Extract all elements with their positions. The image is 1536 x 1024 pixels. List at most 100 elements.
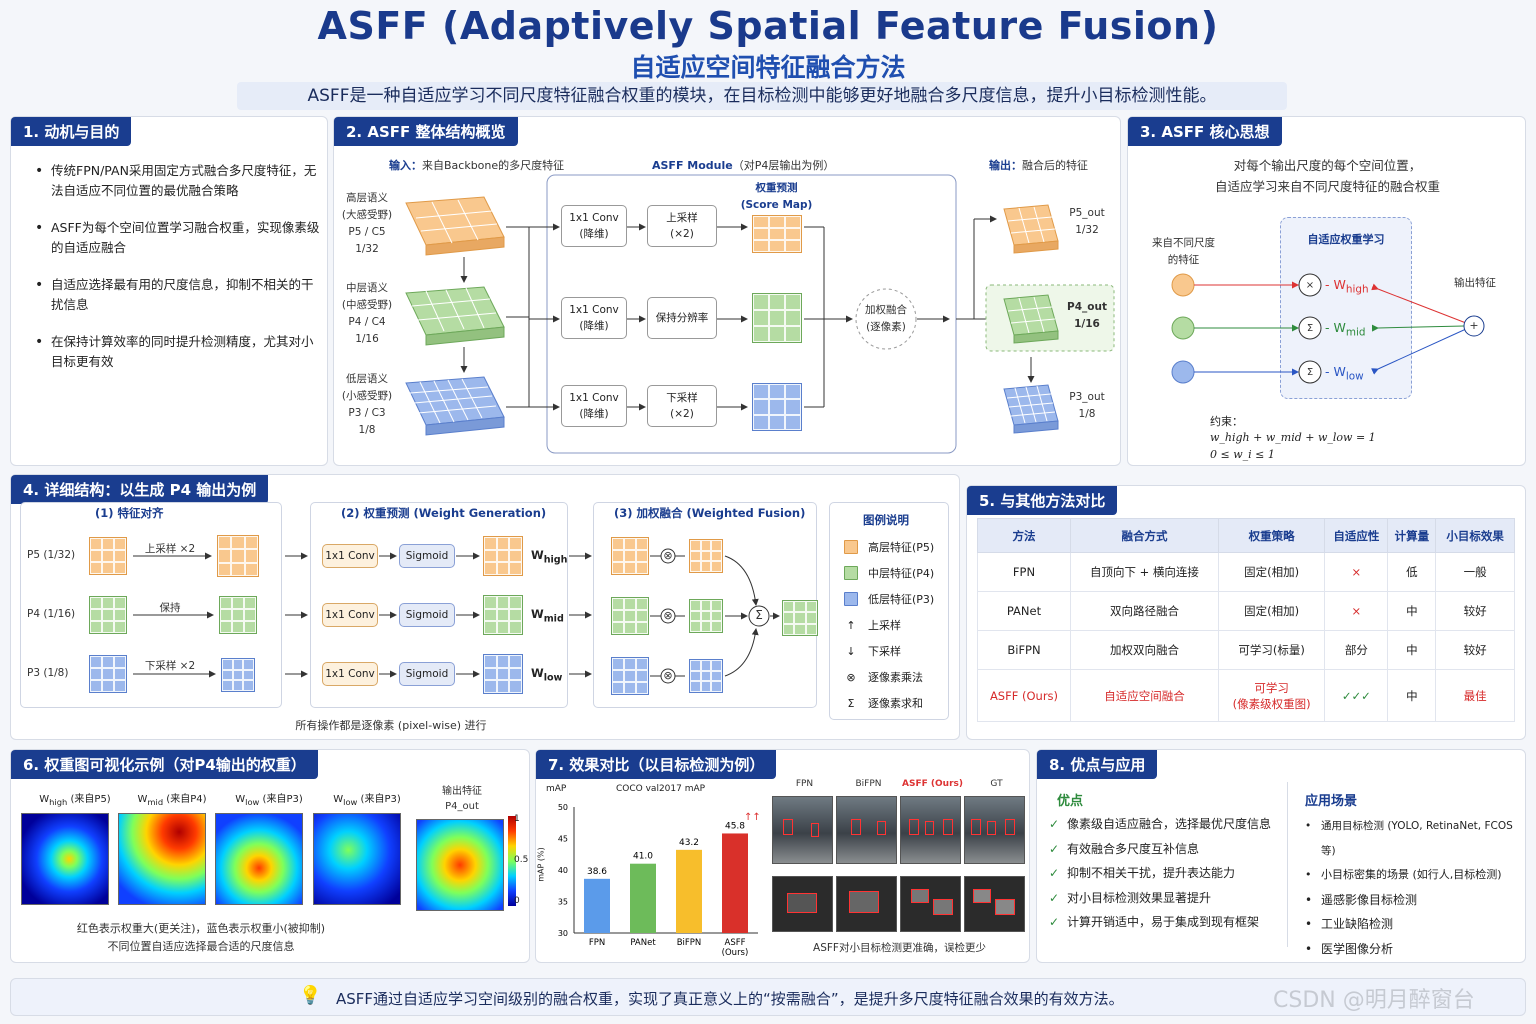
node-op: ×: [1305, 280, 1315, 291]
colorbar-tick: 1: [514, 814, 520, 824]
table-row: ASFF (Ours) 自适应空间融合 可学习 (像素级权重图) ✓✓✓ 中 最…: [977, 669, 1515, 722]
applications-list: 通用目标检测 (YOLO, RetinaNet, FCOS等) 小目标密集的场景…: [1303, 814, 1523, 961]
divider: [1287, 782, 1288, 947]
table-cell: 固定(相加): [1217, 591, 1326, 631]
colorbar-tick: 0: [514, 896, 520, 906]
photo-label: ASFF (Ours): [902, 779, 963, 789]
multiply-icon: ⊗: [663, 609, 673, 622]
aligned-p3: [221, 658, 255, 692]
chart-title: COCO val2017 mAP: [616, 784, 706, 794]
arrow: [724, 628, 759, 677]
table-cell: 中: [1387, 630, 1437, 670]
panel-core-idea: 3. ASFF 核心思想 对每个输出尺度的每个空间位置，自适应学习来自不同尺度特…: [1127, 116, 1526, 466]
w-low-label: - Wlow: [1325, 364, 1364, 383]
node-op: Σ: [1306, 367, 1314, 378]
page-title: ASFF (Adaptively Spatial Feature Fusion): [317, 4, 1219, 48]
weight-map-mid: [483, 595, 523, 635]
sum-node: [748, 605, 770, 627]
list-item: 计算开销适中，易于集成到现有框架: [1049, 910, 1289, 935]
weight-map-high: [483, 536, 523, 576]
table-cell: ×: [1324, 552, 1389, 592]
panel-overview: 2. ASFF 整体结构概览: [333, 116, 1121, 466]
weight-map-mid: [752, 293, 802, 343]
detection-image-fpn: [772, 796, 833, 864]
weight-map-low: [752, 383, 802, 431]
list-item: 工业缺陷检测: [1303, 912, 1523, 937]
panel-title: 4. 详细结构：以生成 P4 输出为例: [11, 475, 269, 504]
table-cell: BiFPN: [977, 630, 1071, 670]
intro-banner: ASFF是一种自适应学习不同尺度特征融合权重的模块，在目标检测中能够更好地融合多…: [237, 82, 1287, 110]
source-node-high: [1171, 273, 1195, 297]
column-header: 自适应性: [1324, 518, 1389, 553]
arrow: [1371, 324, 1465, 332]
vis-caption-1: 红色表示权重大(更关注)，蓝色表示权重小(被抑制): [76, 922, 326, 935]
sigmoid-box: Sigmoid: [399, 662, 455, 686]
applications-title: 应用场景: [1305, 794, 1358, 809]
vis-caption-2: 不同位置自适应选择最合适的尺度信息: [107, 940, 295, 953]
output-feature-p4: [1003, 294, 1059, 344]
panel-weight-vis: 6. 权重图可视化示例（对P4输出的权重） Whigh (来自P5) Wmid …: [10, 749, 530, 963]
sum-node: [1298, 360, 1322, 384]
column-header: 权重策略: [1217, 518, 1326, 553]
table-cell: 自适应空间融合: [1069, 669, 1219, 722]
arrow: [1371, 283, 1467, 324]
fusion-node: [855, 288, 917, 350]
table-cell: 中: [1387, 591, 1437, 631]
feature-p3: [611, 657, 649, 695]
output-feature-p3: [1003, 384, 1059, 434]
output-label: 输出：融合后的特征: [989, 159, 1088, 172]
table-row: FPN 自顶向下 + 横向连接 固定(相加) × 低 一般: [977, 552, 1515, 592]
w-high-label: - Whigh: [1325, 277, 1369, 296]
weight-heatmap-low: [215, 813, 303, 905]
op-label: 保持: [159, 602, 181, 614]
map-label: Wlow (来自P3): [235, 794, 303, 807]
panel-advantages: 8. 优点与应用 优点 像素级自适应融合，选择最优尺度信息 有效融合多尺度互补信…: [1036, 749, 1526, 963]
bar-value-label: 41.0: [633, 852, 653, 862]
legend-item-upsample: ↑上采样: [844, 617, 901, 633]
table-cell: 较好: [1435, 630, 1515, 670]
sigmoid-box: Sigmoid: [399, 544, 455, 568]
comparison-table: 方法 融合方式 权重策略 自适应性 计算量 小目标效果 FPN 自顶向下 + 横…: [977, 518, 1515, 722]
weight-pred-label: 权重预测(Score Map): [740, 182, 813, 211]
keep-res-box: 保持分辨率: [647, 297, 717, 339]
table-cell: 较好: [1435, 591, 1515, 631]
legend-item-p5: 高层特征(P5): [844, 539, 934, 555]
constraint-eq1: w_high + w_mid + w_low = 1: [1210, 431, 1376, 444]
conv-box: 1x1 Conv: [322, 544, 378, 568]
w-high-label: Whigh: [531, 548, 568, 566]
weight-learning-label: 自适应权重学习: [1307, 233, 1385, 246]
constraint-label: 约束：: [1210, 415, 1243, 428]
legend-item-multiply: ⊗逐像素乘法: [844, 669, 923, 685]
x-tick-label: FPN: [589, 938, 605, 948]
panel-title: 3. ASFF 核心思想: [1128, 117, 1282, 146]
module-label: ASFF Module（对P4层输出为例）: [652, 159, 835, 172]
conv-box: 1x1 Conv(降维): [561, 385, 627, 427]
y-tick-label: 40: [558, 866, 568, 875]
core-desc: 对每个输出尺度的每个空间位置，自适应学习来自不同尺度特征的融合权重: [1214, 158, 1440, 194]
page-subtitle: 自适应空间特征融合方法: [630, 53, 906, 82]
input-feature-p3: [405, 376, 505, 436]
bar-value-label: 43.2: [679, 838, 699, 848]
panel-title: 1. 动机与目的: [11, 117, 132, 146]
conv-box: 1x1 Conv(降维): [561, 297, 627, 339]
list-item: 像素级自适应融合，选择最优尺度信息: [1049, 812, 1289, 837]
output-node: [1463, 315, 1485, 337]
divider: [764, 770, 766, 960]
source-label: 来自不同尺度的特征: [1152, 237, 1215, 266]
chart-highlight-arrows: ↑↑: [744, 812, 761, 823]
section-legend: [829, 502, 949, 720]
bar-panet: [630, 863, 656, 933]
detection-caption: ASFF对小目标检测更准确，误检更少: [813, 942, 986, 954]
weighted-p4: [689, 599, 723, 633]
footer-banner: 💡 ASFF通过自适应学习空间级别的融合权重，实现了真正意义上的“按需融合”，是…: [10, 978, 1526, 1016]
map-bar-chart: 303540455038.6FPN41.0PANet43.2BiFPN45.8A…: [558, 803, 758, 958]
table-cell: 双向路径融合: [1069, 591, 1219, 631]
detection-zoom-fpn: [772, 876, 833, 932]
